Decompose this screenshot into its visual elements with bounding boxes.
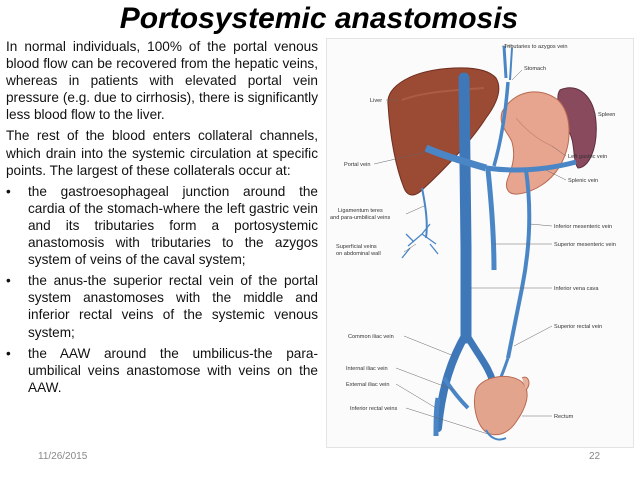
label-rectum: Rectum — [554, 414, 574, 420]
portal-venous-system-figure: Tributaries to azygos vein Stomach Liver… — [326, 38, 634, 448]
slide-body: In normal individuals, 100% of the porta… — [6, 38, 318, 400]
list-item-text: the gastroesophageal junction around the… — [28, 183, 318, 268]
liver-shape — [387, 67, 500, 196]
list-item: • the anus-the superior rectal vein of th… — [6, 272, 318, 340]
azygos-tributary-vein — [502, 45, 508, 79]
rectum-shape — [473, 375, 528, 436]
portal-vein — [424, 144, 488, 172]
splenic-vein — [485, 159, 577, 173]
para-umbilical-vein — [421, 187, 428, 239]
external-iliac-vein — [433, 397, 441, 437]
stomach-fold — [515, 117, 553, 147]
list-item: • the gastroesophageal junction around th… — [6, 183, 318, 268]
collateral-paragraph: The rest of the blood enters collateral … — [6, 128, 318, 178]
bullet-icon: • — [6, 273, 11, 289]
label-leader-lines — [373, 45, 596, 435]
label-ivc: Inferior vena cava — [554, 286, 599, 292]
anatomy-illustration: Tributaries to azygos vein Stomach Liver… — [326, 38, 634, 448]
common-iliac-vein — [434, 330, 470, 432]
label-external-iliac: External iliac vein — [346, 382, 390, 388]
label-internal-iliac: Internal iliac vein — [346, 366, 388, 372]
left-gastric-vein — [492, 81, 510, 167]
intro-paragraph: In normal individuals, 100% of the porta… — [6, 39, 318, 123]
azygos-tributary-vein — [509, 47, 513, 81]
list-item-text: the anus-the superior rectal vein of the… — [28, 273, 318, 340]
label-sup-rectal: Superior rectal vein — [554, 324, 602, 330]
label-stomach: Stomach — [524, 66, 546, 72]
label-superficial-1: Superficial veins — [336, 244, 377, 250]
internal-iliac-vein — [442, 376, 470, 410]
sigmoid-colon — [521, 376, 530, 391]
slide-title: Portosystemic anastomosis — [119, 2, 519, 35]
superior-mesenteric-vein — [485, 169, 497, 271]
slide-page-number: 22 — [589, 451, 601, 462]
label-ligamentum-2: and para-umbilical veins — [330, 215, 391, 221]
bullet-icon: • — [6, 345, 11, 361]
label-inf-rectal: Inferior rectal veins — [350, 406, 397, 412]
anastomosis-list: • the gastroesophageal junction around th… — [6, 183, 318, 396]
label-sup-mesenteric: Superior mesenteric vein — [554, 242, 616, 248]
label-inf-mesenteric: Inferior mesenteric vein — [554, 224, 612, 230]
label-ligamentum-1: Ligamentum teres — [338, 208, 383, 214]
label-left-gastric: Left gastric vein — [568, 154, 607, 160]
liver-highlight — [401, 87, 485, 101]
label-superficial-2: on abdominal wall — [336, 251, 381, 257]
label-portal-vein: Portal vein — [344, 162, 370, 168]
label-common-iliac: Common iliac vein — [348, 334, 394, 340]
slide-date: 11/26/2015 — [38, 451, 88, 462]
inferior-rectal-veins — [485, 429, 507, 441]
label-spleen: Spleen — [598, 112, 615, 118]
list-item: • the AAW around the umbilicus-the para-u… — [6, 345, 318, 396]
list-item-text: the AAW around the umbilicus-the para-um… — [28, 345, 318, 395]
superficial-abdominal-veins — [401, 223, 439, 259]
inferior-vena-cava — [458, 72, 472, 344]
label-liver: Liver — [370, 98, 382, 104]
label-splenic: Splenic vein — [568, 178, 598, 184]
bullet-icon: • — [6, 183, 11, 199]
label-azygos: Tributaries to azygos vein — [504, 44, 568, 50]
